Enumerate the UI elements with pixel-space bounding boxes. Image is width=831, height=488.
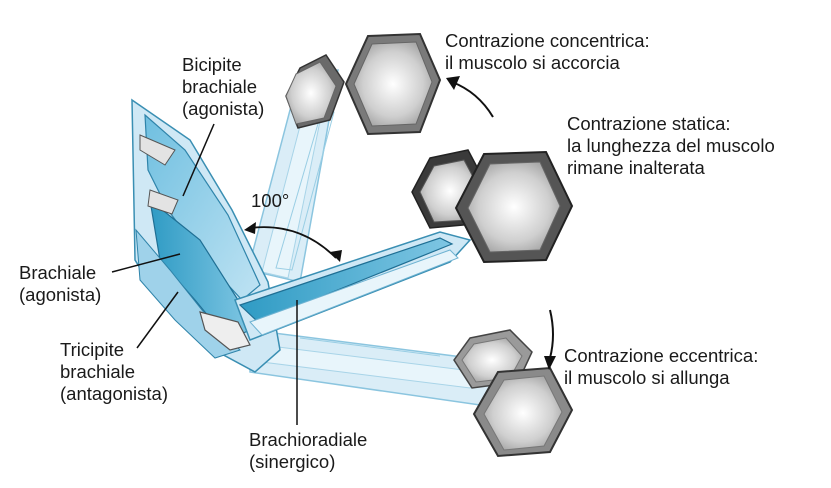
label-angle: 100° xyxy=(251,190,290,211)
concentric-arrow xyxy=(451,81,494,118)
weight-eccentric xyxy=(453,329,574,458)
triceps-leader xyxy=(136,291,179,349)
label-eccentric: Contrazione eccentrica: il muscolo si al… xyxy=(564,345,759,388)
label-static: Contrazione statica: la lunghezza del mu… xyxy=(567,113,775,178)
label-biceps: Bicipite brachiale (agonista) xyxy=(182,54,265,119)
angle-arc xyxy=(249,226,337,259)
label-concentric: Contrazione concentrica: il muscolo si a… xyxy=(445,30,650,73)
weight-static xyxy=(411,149,574,264)
forearm-static xyxy=(234,231,472,341)
label-triceps: Tricipite brachiale (antagonista) xyxy=(60,339,168,404)
weight-concentric xyxy=(285,32,442,136)
brachioradialis-muscle xyxy=(238,237,454,323)
brachialis-leader xyxy=(111,253,181,273)
label-brachialis: Brachiale (agonista) xyxy=(19,262,102,305)
elbow-bone xyxy=(199,311,251,351)
biceps-leader xyxy=(182,123,215,197)
label-brachioradialis: Brachioradiale (sinergico) xyxy=(249,429,368,472)
eccentric-arrow xyxy=(549,309,554,359)
